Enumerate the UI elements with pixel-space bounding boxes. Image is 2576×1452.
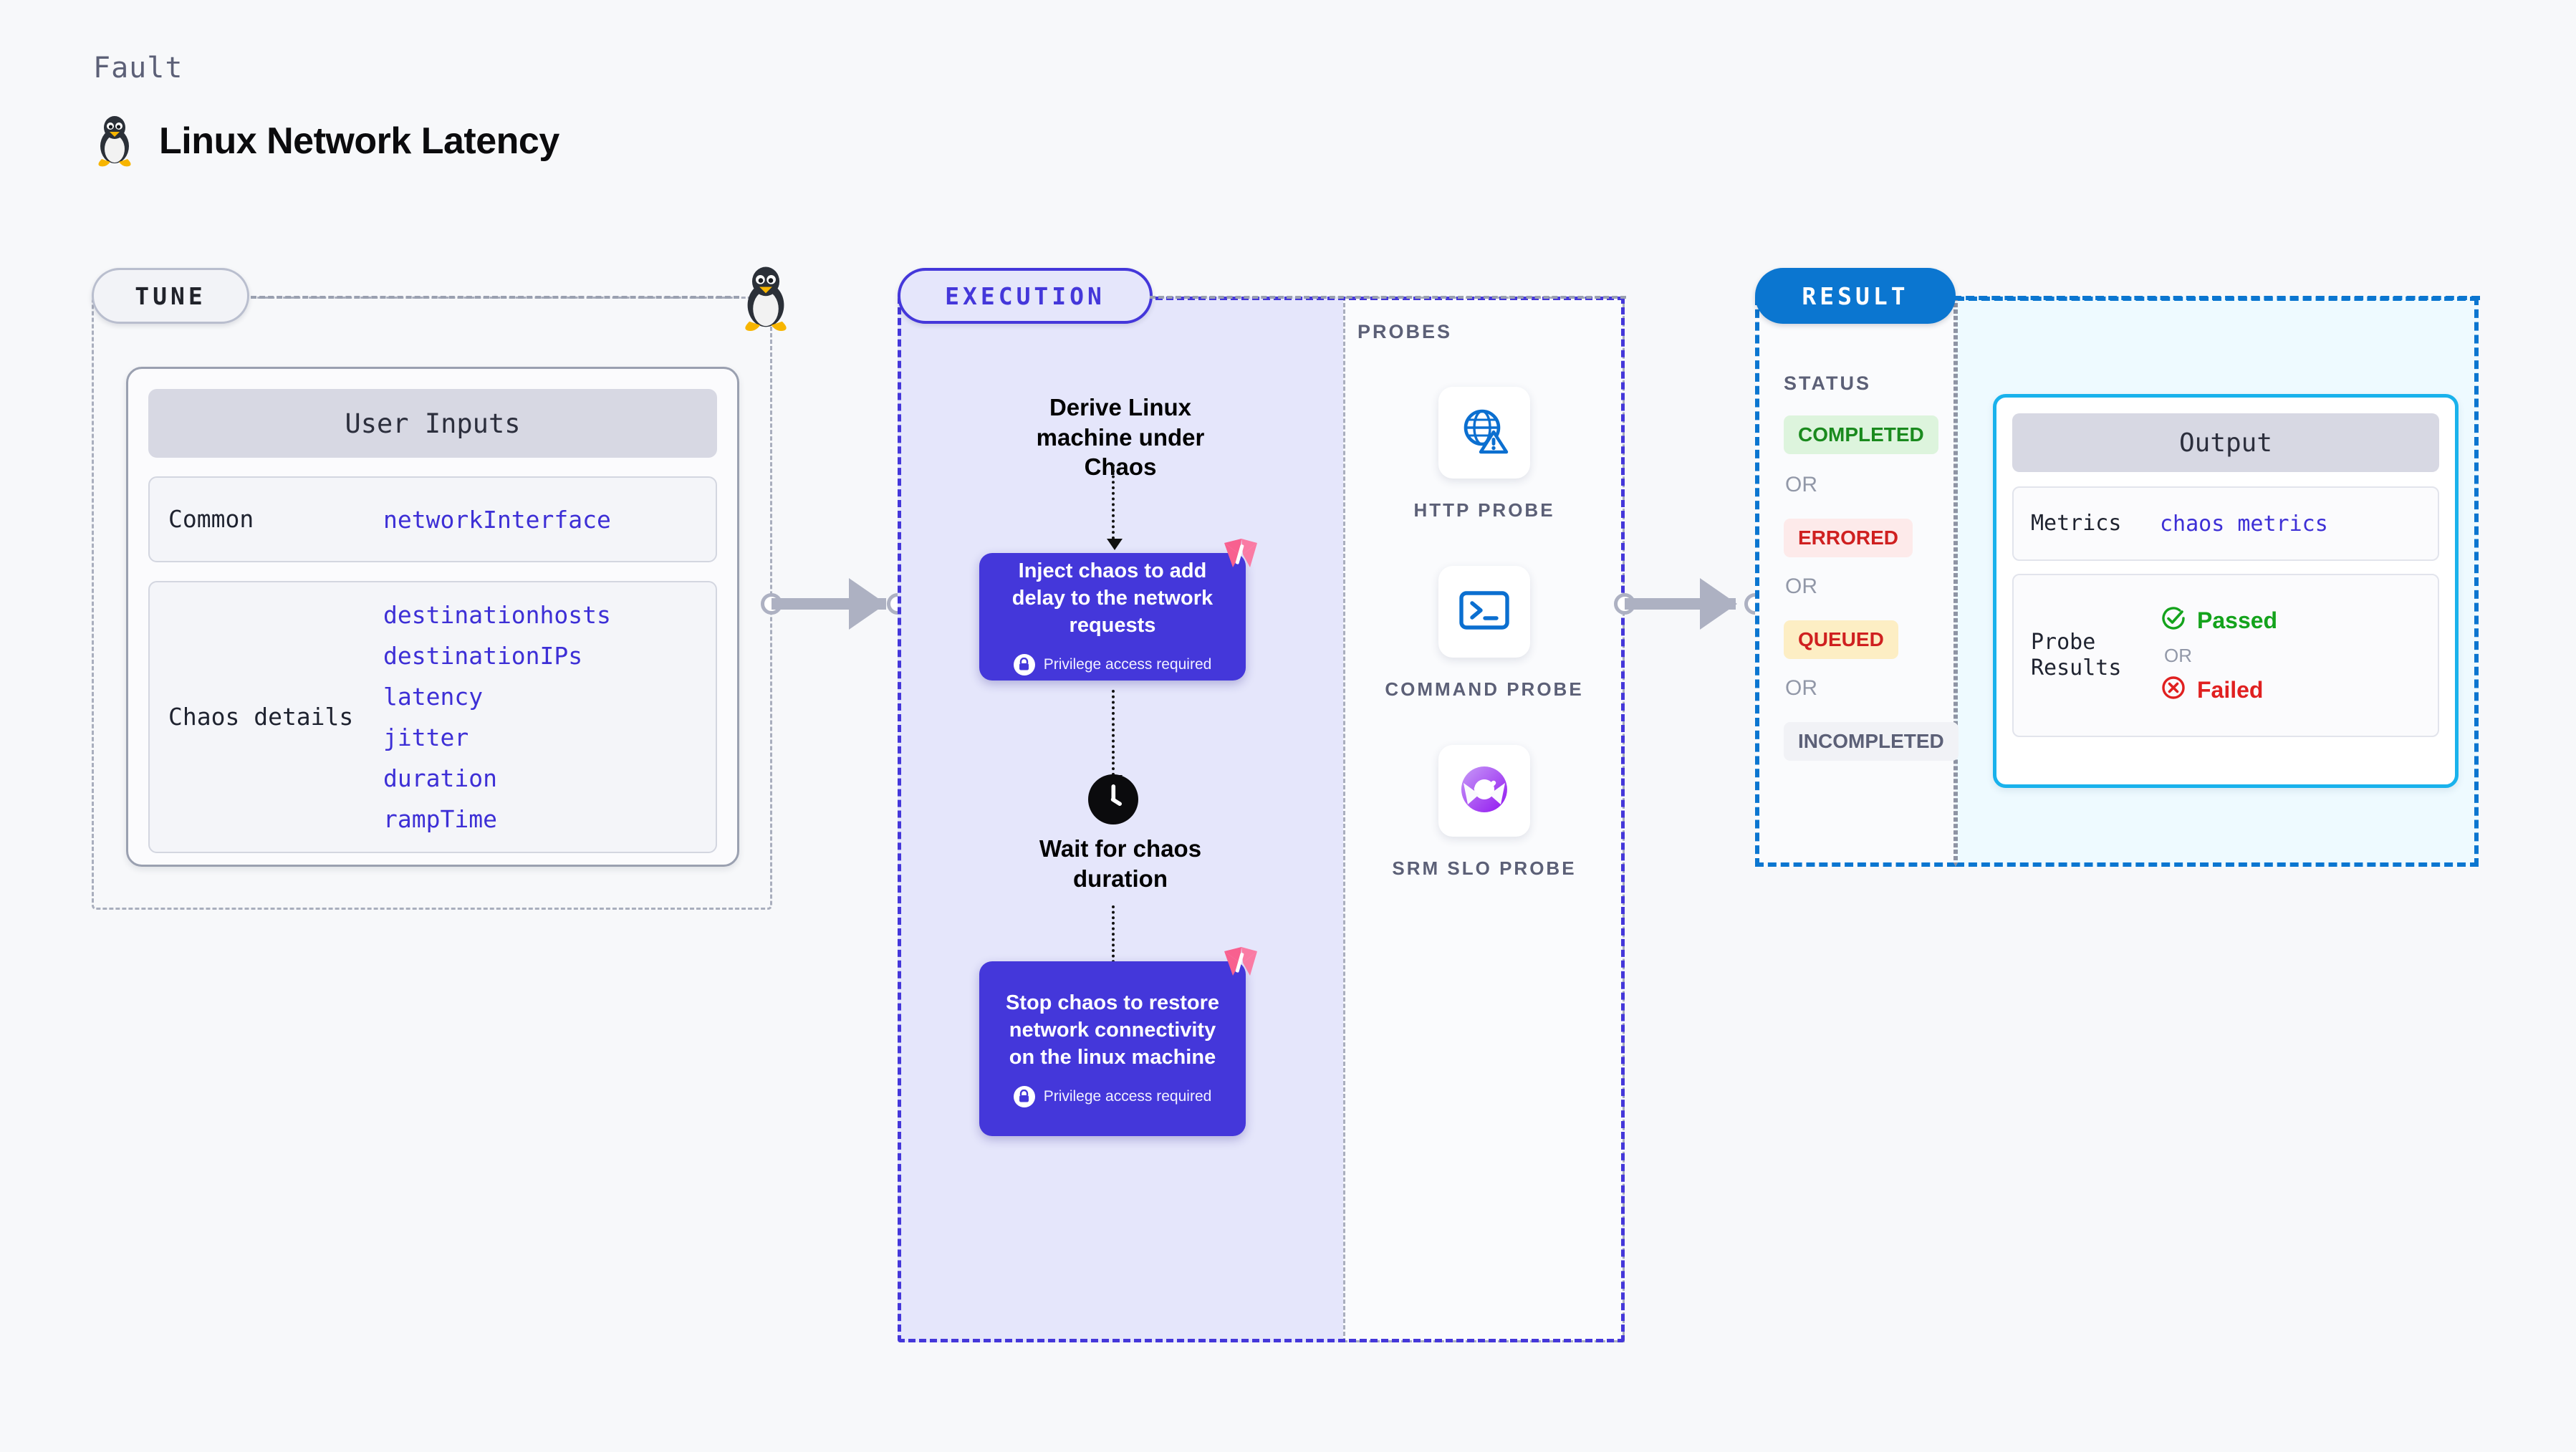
probes-section-label: PROBES [1357,321,1453,342]
output-metrics-key: Metrics [2031,511,2122,536]
tune-value-latency: latency [383,683,484,711]
probe-result-failed-label: Failed [2197,677,2264,703]
terminal-icon [1458,587,1511,637]
output-card: Output Metrics chaos metrics Probe Resul… [1993,394,2459,788]
probe-result-failed: Failed [2160,674,2277,707]
probe-result-or: OR [2164,644,2192,666]
execution-dashed-connector [1150,296,1626,299]
output-card-title: Output [2012,413,2439,472]
user-inputs-card: User Inputs Common networkInterface Chao… [126,367,739,867]
tune-value-duration: duration [383,764,497,792]
status-badge-incompleted: INCOMPLETED [1784,722,1959,761]
result-dashed-connector [1953,296,2480,300]
page-title-row: Linux Network Latency [92,115,559,168]
probe-caption-command: COMMAND PROBE [1385,678,1584,700]
tune-value-destinationips: destinationIPs [383,642,583,670]
globe-alert-icon [1458,405,1511,461]
tune-value-networkinterface: networkInterface [383,505,611,534]
probe-caption-http: HTTP PROBE [1413,499,1555,521]
status-badge-errored: ERRORED [1784,519,1913,557]
execution-step-inject-chaos-label: Inject chaos to add delay to the network… [1011,559,1213,637]
tune-value-destinationhosts: destinationhosts [383,601,611,629]
x-circle-icon [2160,674,2187,707]
output-row-probe-results: Probe Results Passed OR [2012,574,2439,737]
tune-row-chaos-key: Chaos details [168,703,354,731]
output-probe-results-key: Probe Results [2031,630,2122,681]
privilege-note-text: Privilege access required [1043,1087,1212,1105]
fault-eyebrow-label: Fault [93,52,183,85]
probe-result-passed: Passed [2160,605,2277,638]
tune-value-ramptime: rampTime [383,805,497,833]
execution-arrow-1 [1107,464,1123,550]
probe-result-passed-label: Passed [2197,607,2278,633]
privilege-note-text: Privilege access required [1043,655,1212,673]
tune-row-chaos-values: destinationhosts destinationIPs latency … [383,601,611,833]
result-status-label: STATUS [1784,372,1871,394]
check-circle-icon [2160,605,2187,638]
clock-icon [1087,774,1139,829]
output-row-metrics: Metrics chaos metrics [2012,486,2439,561]
probe-tile-srm-slo[interactable] [1438,745,1530,837]
output-metrics-value: chaos metrics [2160,511,2328,537]
execution-arrow-2 [1107,690,1123,787]
execution-step-inject-chaos-privilege-note: Privilege access required [1013,653,1212,675]
user-inputs-title: User Inputs [148,389,717,458]
execution-step-inject-chaos-box[interactable]: Inject chaos to add delay to the network… [979,539,1257,681]
execution-pill-label: EXECUTION [898,268,1153,324]
status-or-3: OR [1785,676,1817,700]
status-badge-queued: QUEUED [1784,620,1898,659]
tune-dashed-connector [251,296,739,299]
tune-row-common: Common networkInterface [148,476,717,562]
slo-donut-check-icon [1458,763,1511,819]
execution-step-wait-label: Wait for chaos duration [1039,835,1202,892]
probe-caption-srm-slo: SRM SLO PROBE [1392,857,1577,879]
tune-row-common-values: networkInterface [383,506,611,534]
execution-step-derive-label: Derive Linux machine under Chaos [1036,394,1205,481]
execution-step-stop-chaos-label: Stop chaos to restore network connectivi… [1005,991,1220,1069]
linux-penguin-icon [92,115,138,168]
tune-pill-label: TUNE [92,268,249,324]
status-or-2: OR [1785,574,1817,598]
status-badge-completed: COMPLETED [1784,415,1938,454]
probe-tile-command[interactable] [1438,566,1530,658]
execution-arrow-3 [1107,905,1123,979]
tune-row-common-key: Common [168,505,254,534]
status-or-1: OR [1785,473,1817,496]
page-title: Linux Network Latency [159,120,559,162]
harness-logo-icon [1220,537,1261,582]
execution-step-stop-chaos-box[interactable]: Stop chaos to restore network connectivi… [979,947,1257,1136]
tune-row-chaos-details: Chaos details destinationhosts destinati… [148,581,717,853]
lock-icon [1013,653,1035,675]
tune-side-linux-penguin-icon [736,265,795,336]
result-status-panel [1755,297,1956,867]
lock-icon [1013,1085,1035,1107]
output-probe-results-values: Passed OR Failed [2160,605,2277,707]
execution-step-stop-chaos-privilege-note: Privilege access required [1013,1085,1212,1107]
harness-logo-icon [1220,946,1261,991]
tune-value-jitter: jitter [383,723,469,751]
result-pill-label: RESULT [1755,268,1956,324]
probe-tile-http[interactable] [1438,387,1530,479]
